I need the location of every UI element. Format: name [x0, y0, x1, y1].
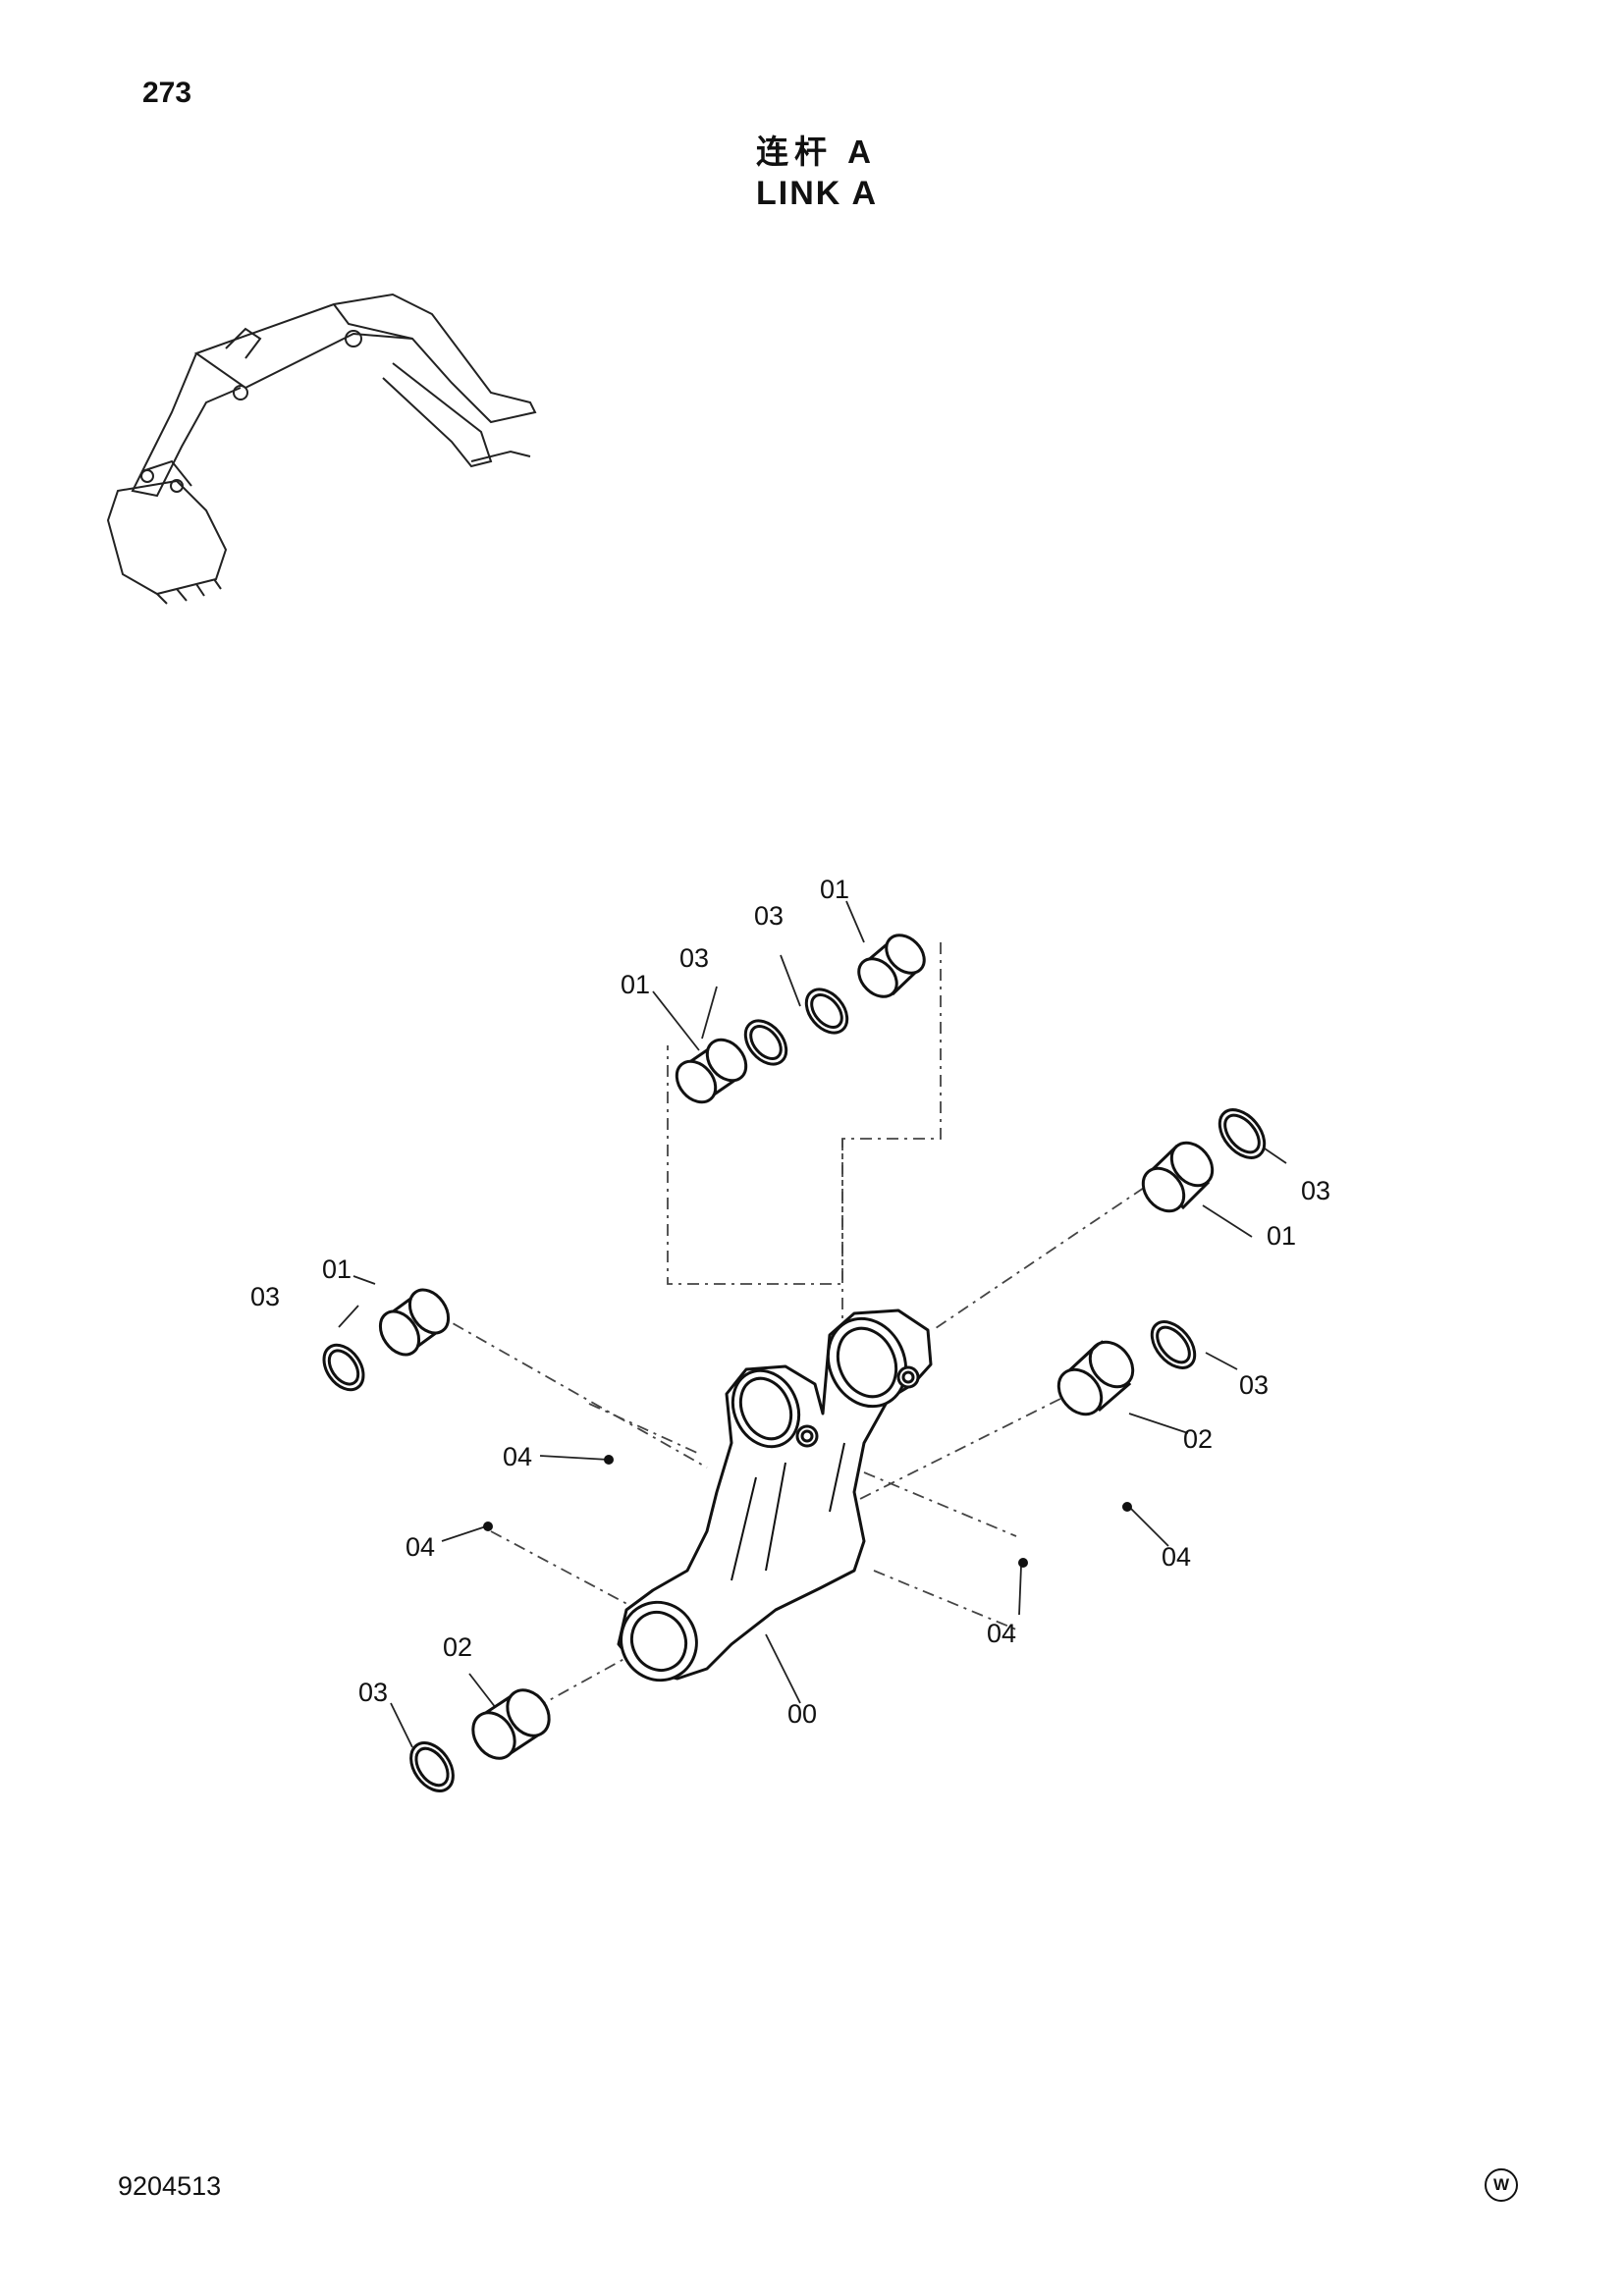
- callout-04: 04: [1162, 1542, 1191, 1572]
- callout-03: 03: [358, 1678, 388, 1707]
- callout-03: 03: [1239, 1370, 1269, 1400]
- bushing-part-01-right: [1141, 1141, 1215, 1213]
- seal-ring-part-03-top-right: [804, 988, 849, 1035]
- seal-ring-part-03-middle-right: [1150, 1320, 1197, 1369]
- excavator-attachment-thumbnail: [106, 293, 537, 605]
- bushing-part-01-top-left: [675, 1038, 748, 1104]
- callout-00: 00: [787, 1699, 817, 1729]
- callout-labels: 01 03 03 01 01 03 03 02 01 03 04 04 04 0…: [250, 875, 1330, 1729]
- grease-fittings: [483, 1455, 1132, 1568]
- hitachi-w-logo-icon: W: [1485, 2168, 1518, 2202]
- callout-02: 02: [1183, 1424, 1213, 1454]
- callout-04: 04: [406, 1532, 435, 1562]
- bushing-part-01-left: [378, 1288, 451, 1357]
- callout-03: 03: [754, 901, 784, 931]
- leader-lines: [338, 900, 1287, 1748]
- callout-03: 03: [1301, 1176, 1330, 1205]
- callout-01: 01: [621, 970, 650, 999]
- callout-01: 01: [322, 1255, 352, 1284]
- seal-ring-part-03-lower-left: [409, 1741, 455, 1792]
- title-english: LINK A: [756, 175, 879, 212]
- parts: [322, 934, 1267, 1792]
- callout-03: 03: [250, 1282, 280, 1311]
- seal-ring-part-03-upper-right: [1218, 1108, 1267, 1159]
- document-number: 9204513: [118, 2171, 222, 2201]
- callout-04: 04: [503, 1442, 532, 1471]
- page-number: 273: [142, 77, 192, 109]
- callout-01: 01: [820, 875, 849, 904]
- callout-02: 02: [443, 1632, 472, 1662]
- link-a-body: [617, 1308, 933, 1682]
- callout-04: 04: [987, 1619, 1016, 1648]
- callout-03: 03: [679, 943, 709, 973]
- seal-ring-part-03-top-left: [743, 1019, 788, 1066]
- callout-01: 01: [1267, 1221, 1296, 1251]
- title-chinese: 连杆 A: [756, 133, 877, 170]
- seal-ring-part-03-left: [322, 1343, 365, 1392]
- bushing-part-01-top-right: [857, 934, 926, 998]
- bushing-part-02-lower-left: [471, 1688, 551, 1760]
- bushing-part-02-right: [1056, 1340, 1135, 1416]
